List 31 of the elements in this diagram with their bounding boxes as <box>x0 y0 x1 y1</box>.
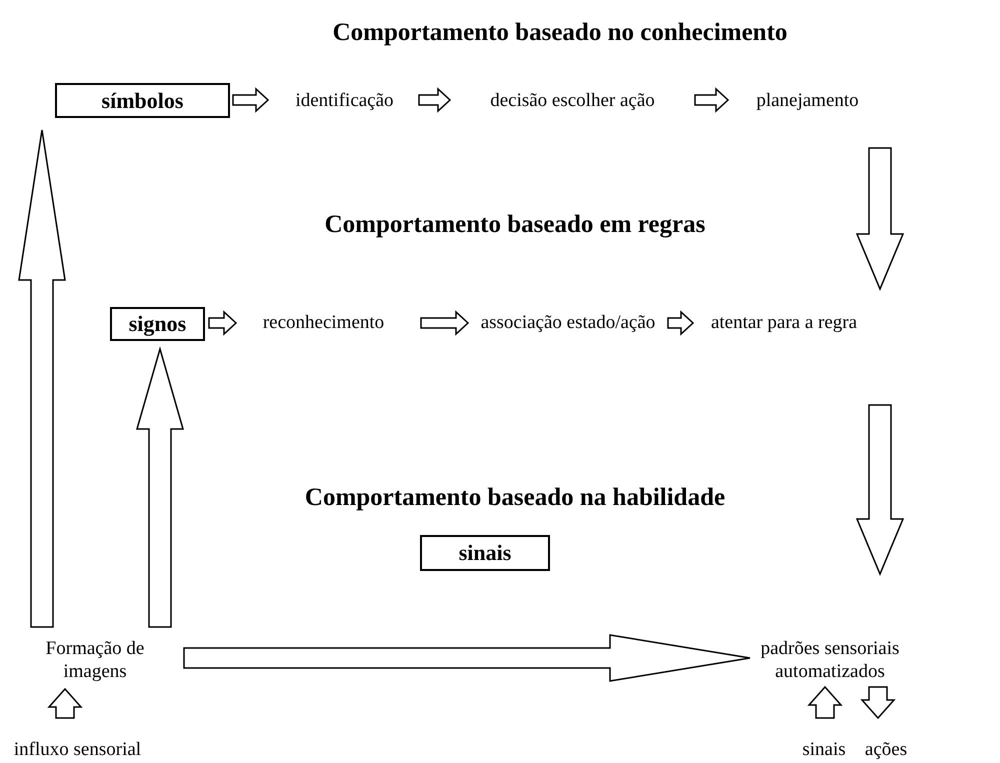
flow-text: atentar para a regra <box>695 309 873 337</box>
flow-text: planejamento <box>735 87 880 115</box>
block-arrow <box>208 310 238 336</box>
category-box: signos <box>110 307 205 341</box>
block-arrow <box>136 346 184 628</box>
block-arrow <box>47 688 83 719</box>
block-arrow <box>418 87 452 113</box>
flow-text: associação estado/ação <box>470 309 666 337</box>
block-arrow <box>856 147 904 291</box>
flow-text: identificação <box>272 87 417 115</box>
flow-text: reconhecimento <box>236 309 411 337</box>
block-arrow <box>18 129 66 628</box>
flow-text: influxo sensorial <box>5 736 150 763</box>
category-box: símbolos <box>55 83 230 118</box>
level-heading: Comportamento baseado em regras <box>324 210 706 240</box>
block-arrow <box>232 87 270 113</box>
block-arrow <box>420 310 470 336</box>
flow-text: padrões sensoriais automatizados <box>750 637 910 685</box>
flow-text: sinais <box>800 736 848 763</box>
block-arrow <box>860 686 896 720</box>
block-arrow <box>856 404 904 576</box>
category-box: sinais <box>420 535 550 571</box>
block-arrow <box>807 686 843 719</box>
block-arrow <box>667 310 694 336</box>
flow-text: ações <box>858 736 914 763</box>
flow-text: decisão escolher ação <box>455 87 690 115</box>
level-heading: Comportamento baseado no conhecimento <box>332 18 788 48</box>
flow-text: Formação de imagens <box>10 637 180 685</box>
level-heading: Comportamento baseado na habilidade <box>304 483 726 513</box>
block-arrow <box>183 634 751 682</box>
block-arrow <box>694 87 730 113</box>
